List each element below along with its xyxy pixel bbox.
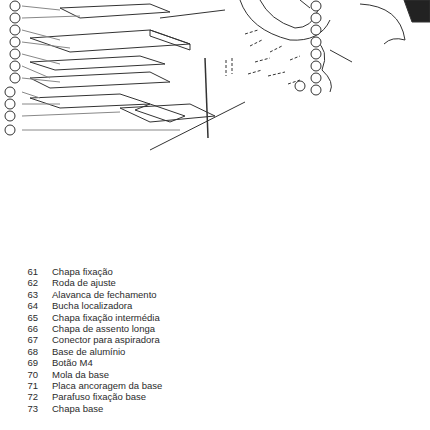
part-name: Mola da base (52, 369, 109, 380)
part-name: Chapa fixação (52, 266, 113, 277)
part-name: Chapa de assento longa (52, 323, 155, 334)
callout-circles (5, 1, 20, 135)
small-parts (226, 30, 300, 84)
part-number: 66 (14, 323, 38, 334)
part-name: Placa ancoragem da base (52, 380, 162, 391)
part-number: 70 (14, 369, 38, 380)
dark-part (404, 0, 430, 22)
part-outline (300, 0, 310, 8)
part-outline (30, 94, 150, 108)
part-name: Parafuso fixação base (52, 391, 146, 402)
part-outline (120, 104, 215, 122)
part-number: 73 (14, 403, 38, 414)
part-name: Chapa fixação intermédia (52, 312, 160, 323)
part-name: Chapa base (52, 403, 103, 414)
part-number: 63 (14, 289, 38, 300)
right-parts (226, 0, 430, 95)
part-number: 69 (14, 357, 38, 368)
leader-lines (22, 6, 180, 130)
part-outline (360, 4, 405, 44)
part-number: 71 (14, 380, 38, 391)
callout-circles (295, 1, 321, 95)
rod (150, 102, 245, 150)
part-number: 61 (14, 266, 38, 277)
part-outline (30, 56, 165, 70)
part-name: Roda de ajuste (52, 277, 116, 288)
part-outline (30, 30, 190, 52)
part-outline (150, 30, 190, 50)
part-name: Conector para aspiradora (52, 334, 160, 345)
part-name: Base de alumínio (52, 346, 125, 357)
part-outline (30, 72, 170, 88)
part-outline (160, 10, 225, 18)
part-name: Alavanca de fechamento (52, 289, 157, 300)
part-number: 67 (14, 334, 38, 345)
part-name: Botão M4 (52, 357, 93, 368)
left-parts (5, 1, 245, 150)
part-number: 72 (14, 391, 38, 402)
part-number: 62 (14, 277, 38, 288)
part-number: 68 (14, 346, 38, 357)
blade-guard (260, 0, 318, 28)
part-name: Bucha localizadora (52, 300, 132, 311)
blade-guard (240, 0, 330, 40)
rod (205, 58, 208, 138)
part-number: 64 (14, 300, 38, 311)
part-number: 65 (14, 312, 38, 323)
